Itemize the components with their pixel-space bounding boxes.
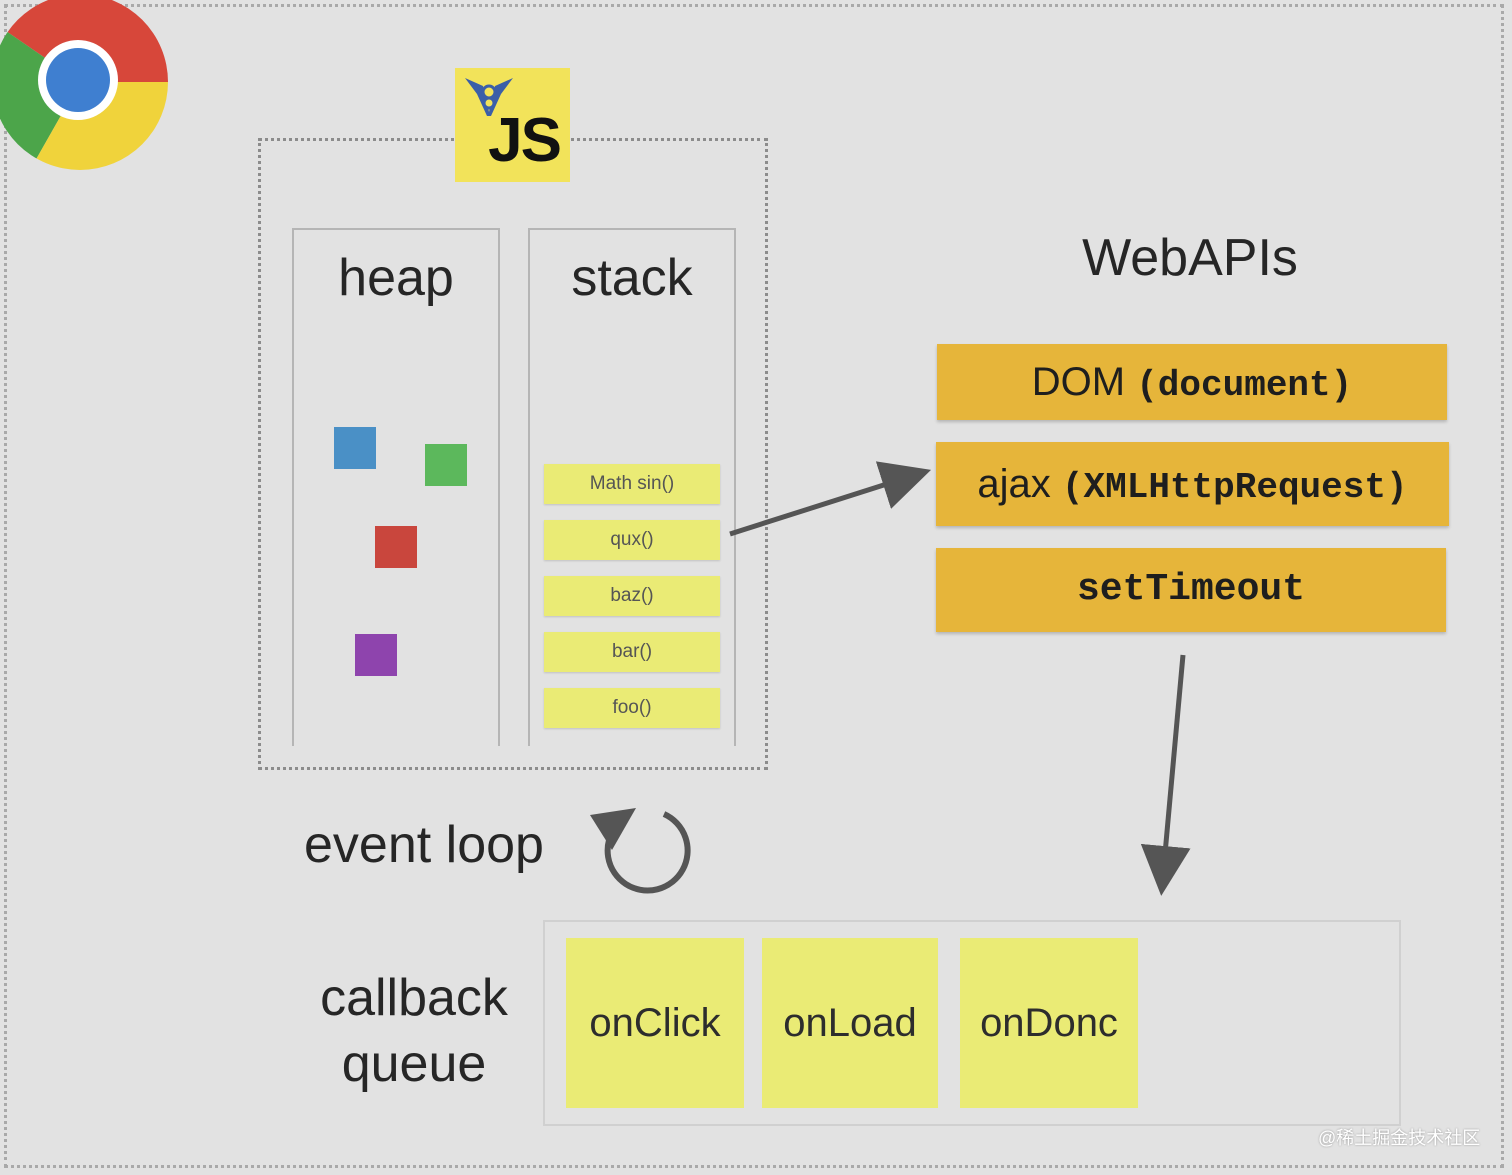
stack-frame-qux: qux() — [544, 520, 720, 560]
webapis-title: WebAPIs — [1082, 229, 1298, 287]
stack-title: stack — [571, 249, 693, 307]
event-loop-icon — [604, 811, 691, 894]
stack-column: stack — [528, 228, 736, 746]
js-logo-text: JS — [488, 106, 562, 175]
chrome-logo-icon — [0, 0, 168, 170]
js-logo: JS — [455, 68, 570, 182]
stack-frame-baz: baz() — [544, 576, 720, 616]
heap-object-red — [375, 526, 417, 568]
heap-object-green — [425, 444, 467, 486]
heap-object-purple — [355, 634, 397, 676]
stack-to-webapi-arrow — [729, 461, 932, 537]
webapi-ajax-arg: (XMLHttpRequest) — [1061, 467, 1408, 508]
callback-queue-box — [543, 920, 1401, 1126]
event-loop-label: event loop — [304, 816, 544, 874]
heap-title: heap — [338, 249, 454, 307]
webapi-to-queue-arrow — [1140, 654, 1191, 896]
browser-border — [4, 4, 1504, 1168]
webapi-settimeout-label: setTimeout — [1076, 568, 1306, 611]
webapi-dom-arg: (document) — [1136, 365, 1353, 406]
v8-wings-icon — [465, 78, 513, 116]
webapi-settimeout: setTimeout — [936, 548, 1446, 632]
callback-ondone: onDonc — [960, 938, 1138, 1108]
stack-frame-math-sin: Math sin() — [544, 464, 720, 504]
webapi-ajax-prefix: ajax — [977, 462, 1051, 506]
webapi-ajax: ajax (XMLHttpRequest) — [936, 442, 1449, 526]
heap-column: heap — [292, 228, 500, 746]
callback-queue-label-line1: callback — [320, 969, 508, 1027]
webapi-dom: DOM (document) — [937, 344, 1447, 420]
stack-frame-bar: bar() — [544, 632, 720, 672]
webapi-dom-prefix: DOM — [1031, 360, 1126, 404]
callback-onclick: onClick — [566, 938, 744, 1108]
stack-frame-foo: foo() — [544, 688, 720, 728]
watermark: @稀土掘金技术社区 — [1318, 1128, 1481, 1148]
event-loop-arrowhead-icon — [590, 808, 636, 850]
callback-queue-label-line2: queue — [341, 1035, 487, 1093]
callback-onload: onLoad — [762, 938, 938, 1108]
callback-queue-label: callback queue — [300, 965, 528, 1097]
heap-object-blue — [334, 427, 376, 469]
